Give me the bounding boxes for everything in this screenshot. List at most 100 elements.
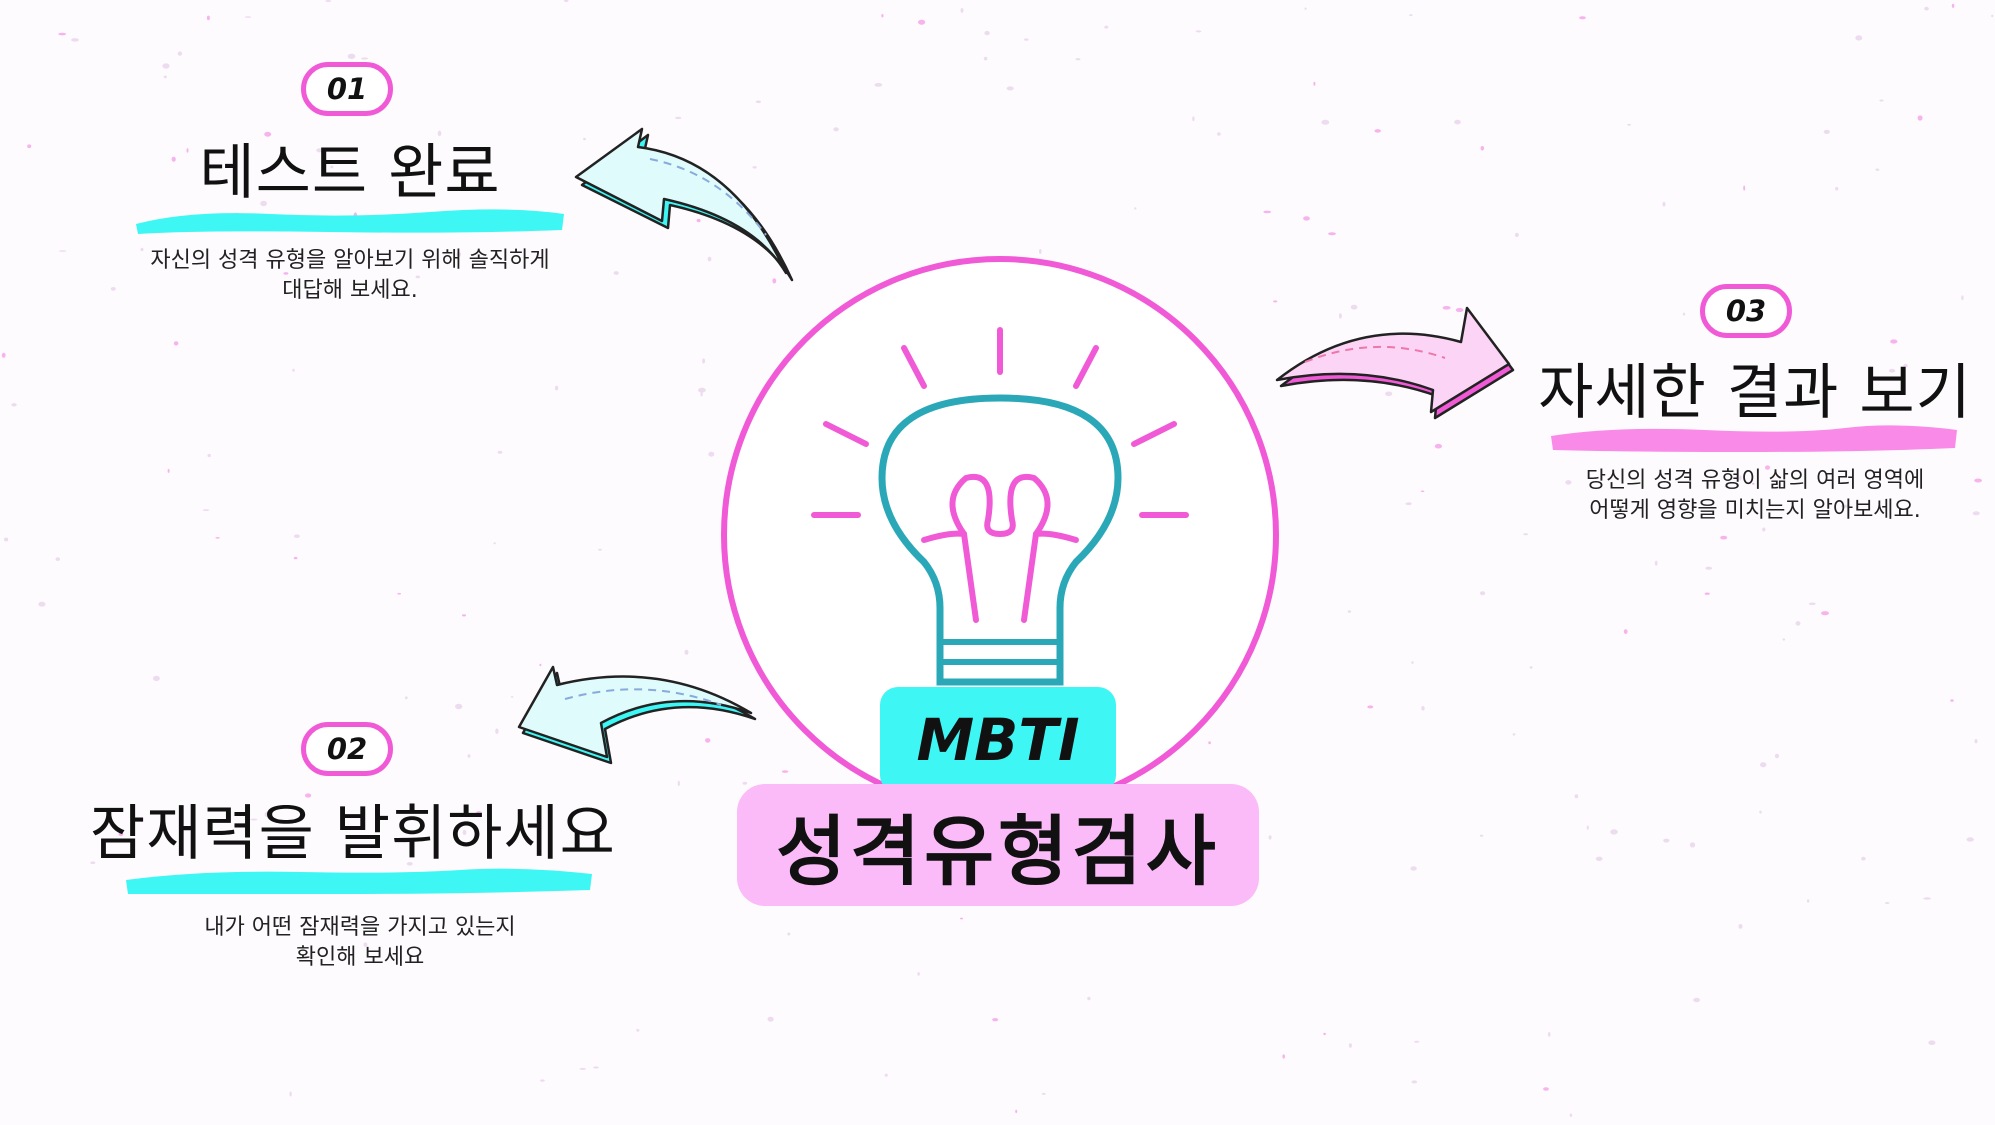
step-01-number-badge: 01 [301,62,393,116]
background-dot [1662,201,1666,207]
background-dot [1480,146,1485,151]
background-dot [1480,591,1486,596]
background-dot [163,75,167,79]
background-dot [1328,232,1336,236]
background-dot [476,811,482,815]
background-dot [636,1028,640,1032]
curved-arrow-left-icon [517,665,757,765]
background-dot [289,1091,292,1097]
background-dot [177,51,183,56]
background-dot [1765,465,1770,470]
background-dot [1806,899,1810,903]
step-03-description-line-2: 어떻게 영향을 미치는지 알아보세요. [1589,498,1921,523]
background-dot [1704,592,1710,595]
lightbulb-icon [811,327,1189,686]
background-dot [772,278,777,284]
background-dot [1595,856,1603,861]
step-01-description-line-1: 자신의 성격 유형을 알아보기 위해 솔직하게 [150,248,550,273]
step-02-highlight-stroke [126,868,592,894]
background-dot [292,368,295,372]
background-dot [1385,391,1393,397]
background-dot [539,663,542,667]
background-dot [118,832,124,837]
background-dot [1268,835,1272,840]
background-dot [1762,527,1766,532]
background-dot [250,818,258,821]
background-dot [1543,1087,1549,1091]
background-dot [1523,533,1529,536]
background-dot [1924,6,1929,11]
background-dot [1782,638,1786,641]
background-dot [58,32,66,36]
curved-arrow-left-icon [574,127,794,282]
background-dot [1006,86,1014,91]
step-03-title: 자세한 결과 보기 [1538,358,1972,428]
background-dot [1923,897,1931,900]
background-dot [325,0,332,2]
background-dot [1950,699,1954,702]
background-dot [457,933,460,936]
background-dot [1759,810,1762,814]
background-dot [1855,35,1863,41]
background-dot [456,251,462,257]
background-dot [1774,753,1780,759]
background-dot [58,250,67,252]
background-dot [742,781,748,785]
background-dot [1134,207,1137,210]
step-02-description: 내가 어떤 잠재력을 가지고 있는지 확인해 보세요 [100,913,620,973]
background-dot [1338,313,1342,319]
background-dot [1705,566,1713,570]
background-dot [1411,661,1414,664]
background-dot [167,468,170,473]
background-dot [1421,706,1425,711]
background-dot [404,696,408,700]
background-dot [495,728,499,734]
background-dot [984,30,990,36]
background-dot [1217,132,1221,136]
background-dot [1405,502,1412,506]
curved-arrow-right-icon [1275,306,1515,420]
background-dot [1282,1054,1285,1059]
background-dot [1192,116,1195,122]
background-dot [293,534,300,538]
background-dot [1569,1113,1573,1117]
background-dot [1752,482,1755,485]
background-dot [1917,115,1923,121]
step-01-description-line-2: 대답해 보세요. [282,278,418,303]
background-dot [1840,504,1849,508]
background-dot [1512,733,1516,736]
background-dot [1682,312,1686,316]
background-dot [696,218,701,223]
background-dot [554,385,559,391]
background-dot [1411,1080,1418,1084]
background-dot [173,341,179,346]
background-dot [1434,443,1442,449]
background-dot [1409,14,1413,17]
background-dot [1654,560,1658,566]
background-dot [27,144,32,148]
background-dot [215,537,220,539]
background-dot [918,19,926,25]
background-dot [361,57,369,60]
background-dot [1514,232,1519,238]
step-02-title: 잠재력을 발휘하세요 [90,799,616,869]
background-dot [1885,902,1890,904]
background-dot [1861,856,1866,861]
background-dot [71,38,79,42]
background-dot [305,793,312,798]
background-dot [406,862,413,866]
background-dot [1808,602,1816,606]
background-dot [992,1018,999,1022]
step-03-highlight-stroke [1551,425,1957,452]
background-dot [1039,249,1042,254]
background-dot [264,131,272,137]
background-dot [767,1016,774,1022]
background-dot [1627,123,1631,126]
background-dot [207,453,211,458]
background-dot [455,703,463,710]
background-dot [1951,3,1955,8]
background-dot [276,844,281,847]
background-dot [684,649,689,655]
background-dot [1623,629,1628,634]
background-dot [1104,25,1109,29]
